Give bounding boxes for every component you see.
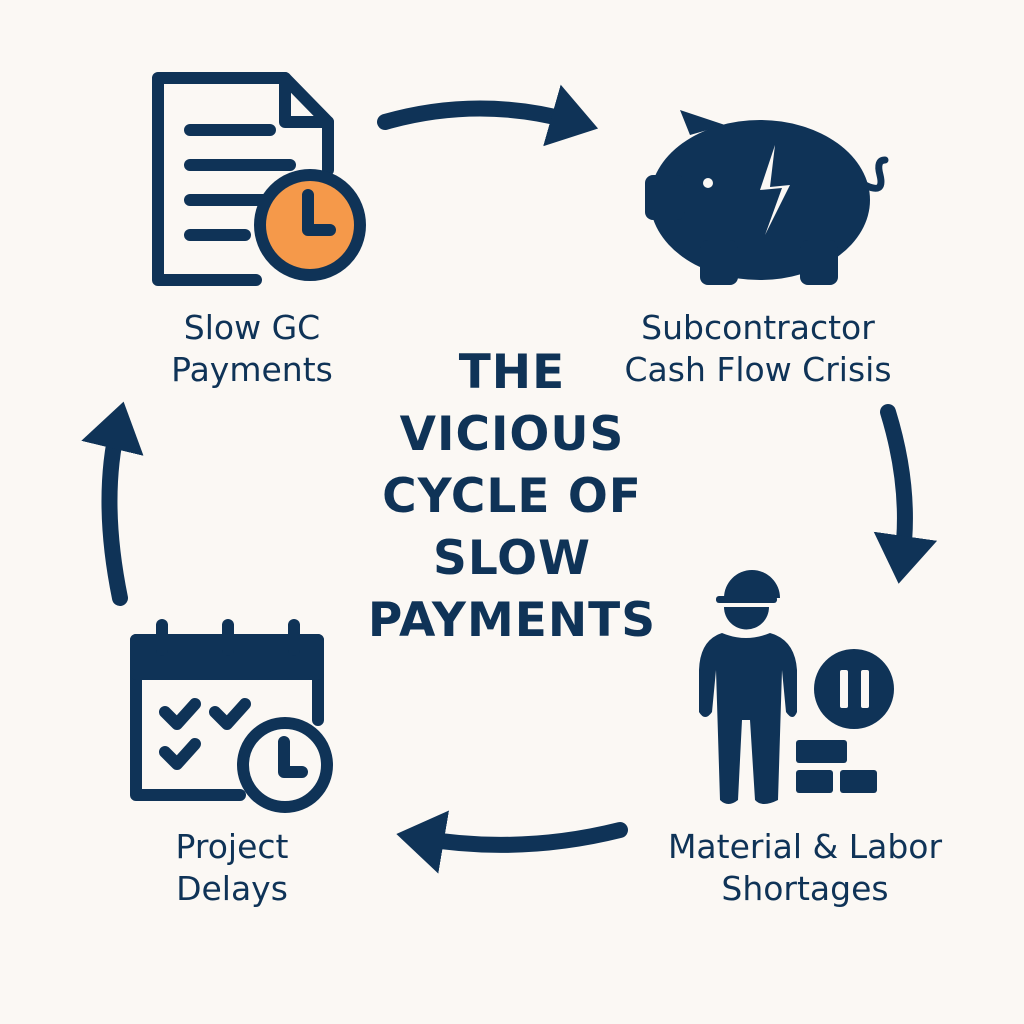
worker-paused-bricks-icon (699, 570, 894, 804)
label-shortages: Material & Labor Shortages (668, 826, 942, 910)
title-line: PAYMENTS (367, 593, 657, 648)
label-slow-gc-payments: Slow GC Payments (171, 307, 333, 391)
label-line: Slow GC (183, 308, 321, 347)
label-line: Material & Labor (667, 827, 943, 866)
title-line: VICIOUS (399, 407, 625, 462)
arrow-right (873, 404, 938, 584)
label-project-delays: Project Delays (176, 826, 289, 910)
label-line: Cash Flow Crisis (624, 350, 892, 389)
title-line: CYCLE OF (382, 469, 642, 524)
calendar-clock-icon (130, 619, 333, 813)
label-cash-flow-crisis: Subcontractor Cash Flow Crisis (624, 307, 891, 391)
arrow-bottom (396, 810, 628, 874)
label-line: Project (175, 827, 289, 866)
document-clock-icon (152, 72, 366, 286)
broken-piggy-bank-icon (645, 110, 889, 285)
title-line: SLOW (433, 531, 591, 586)
title-line: THE (458, 345, 566, 400)
label-line: Subcontractor (641, 308, 875, 347)
label-line: Payments (171, 350, 333, 389)
arrow-top (377, 84, 599, 147)
label-line: Shortages (721, 869, 889, 908)
diagram-title: THE VICIOUS CYCLE OF SLOW PAYMENTS (368, 342, 656, 652)
arrow-left (81, 401, 144, 606)
label-line: Delays (176, 869, 288, 908)
